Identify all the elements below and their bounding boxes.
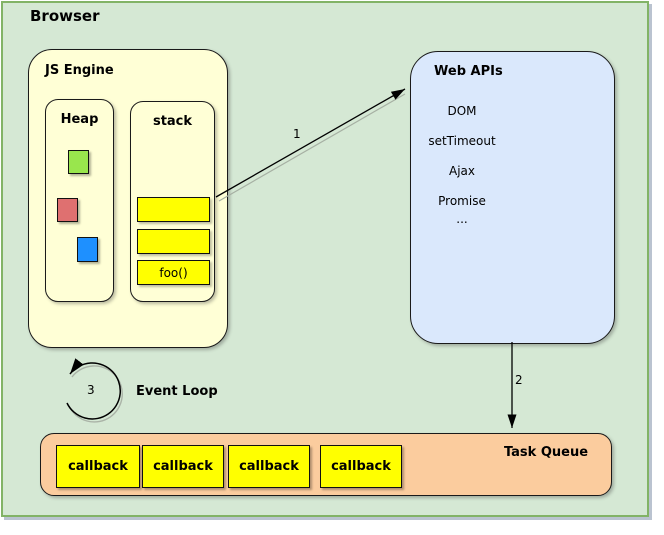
browser-title: Browser (30, 7, 100, 25)
arrow-label-1: 1 (293, 127, 301, 141)
callback-item: callback (320, 445, 402, 488)
heap-object-red-icon (57, 198, 78, 222)
callback-item: callback (56, 445, 140, 488)
web-apis-box: Web APIs DOM setTimeout Ajax Promise ... (410, 51, 615, 344)
event-loop-label: Event Loop (136, 384, 218, 399)
stack-frame (137, 229, 210, 254)
callback-item: callback (142, 445, 224, 488)
stack-frame-foo: foo() (137, 260, 210, 285)
web-api-item-promise: Promise (438, 194, 486, 208)
heap-box: Heap (45, 99, 114, 302)
web-api-item-ellipsis: ... (456, 212, 468, 226)
stack-label: stack (152, 114, 193, 129)
arrow-label-2: 2 (515, 373, 523, 387)
web-apis-list: DOM setTimeout Ajax Promise ... (416, 96, 508, 228)
js-engine-label: JS Engine (45, 63, 114, 78)
arrow-label-3: 3 (87, 383, 95, 397)
task-queue-label: Task Queue (503, 445, 589, 460)
heap-object-green-icon (68, 150, 89, 174)
heap-object-blue-icon (77, 237, 98, 262)
call-stack-box: stack foo() (130, 101, 215, 302)
web-apis-label: Web APIs (434, 64, 503, 79)
task-queue-box: callback callback callback callback Task… (40, 433, 612, 496)
callback-item: callback (228, 445, 310, 488)
web-api-item-dom: DOM (447, 104, 477, 118)
web-api-item-ajax: Ajax (449, 164, 475, 178)
heap-label: Heap (60, 112, 99, 127)
web-api-item-settimeout: setTimeout (428, 134, 496, 148)
stack-frame (137, 197, 210, 222)
